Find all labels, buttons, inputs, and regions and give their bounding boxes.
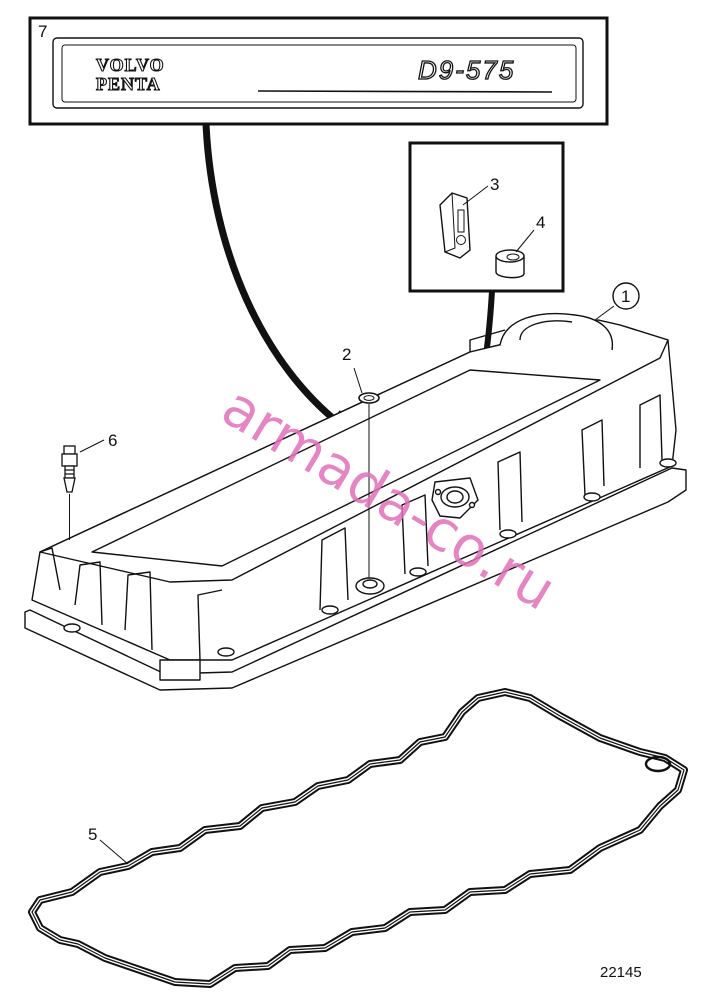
callout-4: 4 [536,213,545,232]
gasket-part [28,688,688,988]
detail-box-fittings: 3 4 [408,141,565,293]
stud-bolt-part [61,445,78,540]
nameplate-brand-line2: PENTA [96,74,161,94]
detail-box-nameplate: 7 VOLVO PENTA D9-575 [28,16,609,126]
callout-1-circle [612,282,640,310]
callout-7: 7 [38,22,47,41]
callout-5: 5 [88,825,97,844]
nameplate-model: D9-575 [418,55,515,85]
callout-6: 6 [108,431,117,450]
bushing-part [495,249,525,279]
drawing-number: 22145 [600,964,642,981]
valve-cover [24,312,687,691]
callout-3: 3 [490,175,499,194]
clip-part [439,192,471,259]
callout-2: 2 [342,345,351,364]
nameplate-brand-line1: VOLVO [96,55,165,75]
seal-ring-part [358,392,380,578]
leader-arrow-nameplate [202,123,352,437]
callout-1: 1 [621,287,630,306]
